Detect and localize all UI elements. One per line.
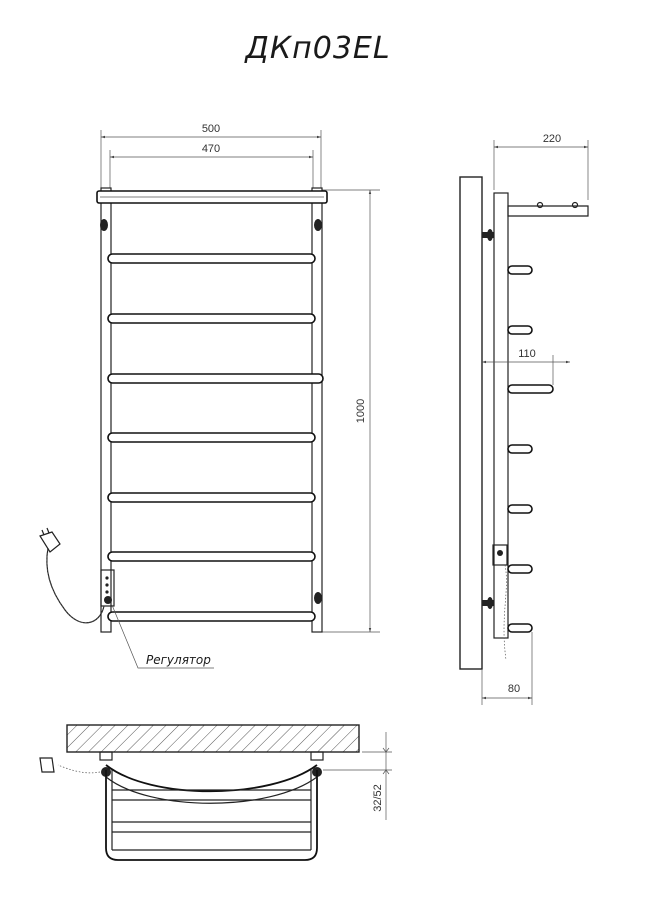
crossbar: [107, 373, 324, 384]
drawing-title: ДКп03EL: [243, 31, 390, 66]
side-bar-stub: [507, 384, 554, 394]
dim-outer-width: 500: [202, 123, 220, 135]
top-cable: [57, 764, 101, 774]
wall-mount: [314, 592, 322, 604]
top-frame: [105, 770, 318, 861]
top-curved-bar: [105, 764, 318, 793]
side-bar-stub: [507, 504, 533, 514]
right-rail: [311, 187, 323, 633]
side-bar-stub: [507, 265, 533, 275]
wall-mount: [100, 219, 108, 231]
top-view: 32/52: [39, 724, 392, 861]
regulator-knob: [104, 596, 112, 604]
dim-depth-wall: 80: [508, 683, 520, 695]
top-wall: [66, 724, 360, 753]
side-view: 220 110 80: [459, 133, 589, 705]
crossbar: [107, 313, 316, 324]
crossbar: [107, 432, 316, 443]
wall-mount: [314, 219, 322, 231]
power-plug: [39, 531, 61, 553]
crossbar: [107, 551, 316, 562]
regulator-leader: [111, 604, 214, 669]
side-bar-stub: [507, 623, 533, 633]
crossbar: [107, 253, 316, 264]
side-bar-stub: [507, 444, 533, 454]
regulator-box: [100, 569, 115, 607]
dim-inner-width: 470: [202, 143, 220, 155]
regulator-label: Регулятор: [146, 653, 211, 667]
side-bar-stub: [507, 564, 533, 574]
dim-top-depth: 32/52: [372, 784, 384, 812]
front-view: 500 470 1000: [39, 123, 380, 669]
side-regulator: [492, 544, 508, 566]
crossbar: [107, 611, 316, 622]
left-rail: [100, 187, 112, 633]
dim-depth-total: 220: [543, 133, 561, 145]
side-bar-stub: [507, 325, 533, 335]
side-top-shelf: [507, 205, 589, 217]
crossbar: [107, 492, 316, 503]
side-wall: [459, 176, 483, 670]
dim-height: 1000: [355, 399, 367, 423]
power-cable: [46, 547, 105, 624]
side-rail: [493, 192, 509, 639]
dim-depth-mid: 110: [518, 348, 536, 360]
top-plug: [39, 757, 55, 773]
